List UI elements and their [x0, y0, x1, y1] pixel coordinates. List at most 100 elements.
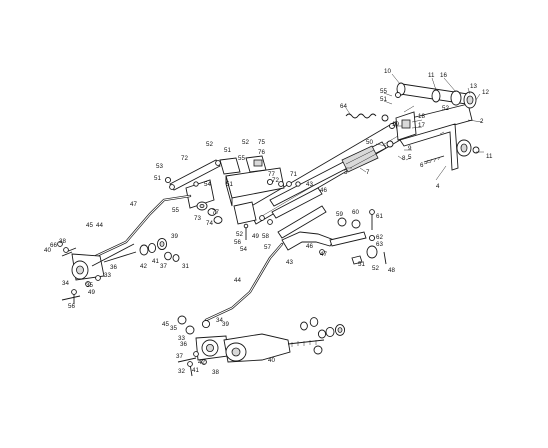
part-number-label: 47: [130, 201, 137, 208]
part-number-label: 51: [226, 181, 233, 188]
part-number-label: 73: [194, 215, 201, 222]
part-number-label: 64: [340, 103, 347, 110]
part-number-label: 13: [470, 83, 477, 90]
part-number-label: 32: [178, 368, 185, 375]
part-number-label: 52: [372, 265, 379, 272]
part-number-label: 11: [428, 72, 435, 79]
left-upper-linkage: [57, 241, 137, 304]
part-number-label: 46: [320, 187, 327, 194]
part-number-label: 35: [86, 282, 93, 289]
part-number-label: 10: [384, 68, 391, 75]
link-bar-72: [164, 159, 221, 191]
part-number-label: 47: [320, 251, 327, 258]
part-number-label: 54: [204, 181, 211, 188]
part-number-label: 35: [170, 325, 177, 332]
part-number-label: 76: [258, 149, 265, 156]
part-number-label: 51: [358, 261, 365, 268]
part-number-label: 63: [376, 241, 383, 248]
spring-64: [345, 113, 377, 119]
part-number-label: 77: [212, 209, 219, 216]
part-number-label: 51: [154, 175, 161, 182]
part-number-label: 7: [366, 169, 370, 176]
part-number-label: 41: [152, 258, 159, 265]
part-number-label: 55: [238, 155, 245, 162]
part-number-label: 40: [44, 247, 51, 254]
leader-lines: [345, 73, 484, 181]
center-bracket: [219, 155, 292, 207]
part-number-label: 36: [180, 341, 187, 348]
part-number-label: 37: [160, 263, 167, 270]
part-number-label: 56: [68, 303, 75, 310]
part-number-label: 71: [290, 171, 297, 178]
part-number-label: 52: [442, 105, 449, 112]
part-number-label: 18: [418, 113, 425, 120]
part-number-label: 52: [242, 139, 249, 146]
left-pivot: [185, 179, 217, 216]
part-number-label: 9: [408, 145, 412, 152]
left-upper-washers: [139, 237, 180, 262]
part-number-label: 49: [88, 289, 95, 296]
middle-arms: [271, 181, 327, 239]
upper-bracket: [381, 92, 417, 141]
bottom-lever: [223, 333, 325, 363]
part-number-label: 41: [192, 367, 199, 374]
part-number-label: 39: [171, 233, 178, 240]
upper-long-rod: [94, 194, 192, 258]
part-number-label: 34: [216, 317, 223, 324]
part-number-label: 59: [336, 211, 343, 218]
part-number-label: 37: [176, 353, 183, 360]
part-number-label: 31: [182, 263, 189, 270]
bottom-right-washers: [300, 317, 346, 355]
part-number-label: 43: [286, 259, 293, 266]
diagonal-arm: [269, 140, 394, 207]
part-number-label: 53: [156, 163, 163, 170]
part-number-label: 46: [306, 243, 313, 250]
part-number-label: 60: [352, 209, 359, 216]
part-number-label: 12: [482, 89, 489, 96]
part-number-label: 11: [486, 153, 493, 160]
part-number-label: 75: [258, 139, 265, 146]
part-number-label: 42: [198, 359, 205, 366]
part-number-label: 44: [234, 277, 241, 284]
part-number-label: 74: [206, 220, 213, 227]
upper-shaft-assembly: [396, 82, 477, 109]
bottom-linkage: [177, 315, 229, 377]
part-number-label: 38: [212, 369, 219, 376]
part-number-label: 39: [222, 321, 229, 328]
part-number-label: 50: [366, 139, 373, 146]
part-number-label: 55: [172, 207, 179, 214]
part-number-label: 49: [252, 233, 259, 240]
part-number-label: 42: [140, 263, 147, 270]
right-side-parts: [423, 139, 480, 165]
part-number-label: 4: [436, 183, 440, 190]
part-number-label: 36: [110, 264, 117, 271]
part-number-label: 34: [62, 280, 69, 287]
right-lower-lever: [281, 209, 387, 265]
part-number-label: 52: [206, 141, 213, 148]
part-number-label: 40: [268, 357, 275, 364]
part-number-label: 51: [380, 96, 387, 103]
part-number-label: 56: [234, 239, 241, 246]
part-number-label: 5: [408, 154, 412, 161]
part-number-label: 44: [96, 222, 103, 229]
part-number-label: 48: [388, 267, 395, 274]
part-number-label: 55: [380, 88, 387, 95]
part-number-label: 33: [104, 272, 111, 279]
part-number-label: 8: [402, 155, 406, 162]
lower-center-bracket: [213, 201, 273, 240]
part-number-label: 45: [86, 222, 93, 229]
part-number-label: 6: [420, 162, 424, 169]
part-number-label: 16: [440, 72, 447, 79]
part-number-label: 45: [162, 321, 169, 328]
part-number-label: 77: [268, 171, 275, 178]
part-number-label: 58: [262, 233, 269, 240]
part-number-label: 2: [480, 118, 484, 125]
part-number-label: 54: [240, 246, 247, 253]
part-number-label: 19: [392, 121, 399, 128]
part-number-label: 52: [236, 231, 243, 238]
part-number-label: 17: [418, 122, 425, 129]
part-number-label: 62: [376, 234, 383, 241]
part-number-label: 61: [376, 213, 383, 220]
